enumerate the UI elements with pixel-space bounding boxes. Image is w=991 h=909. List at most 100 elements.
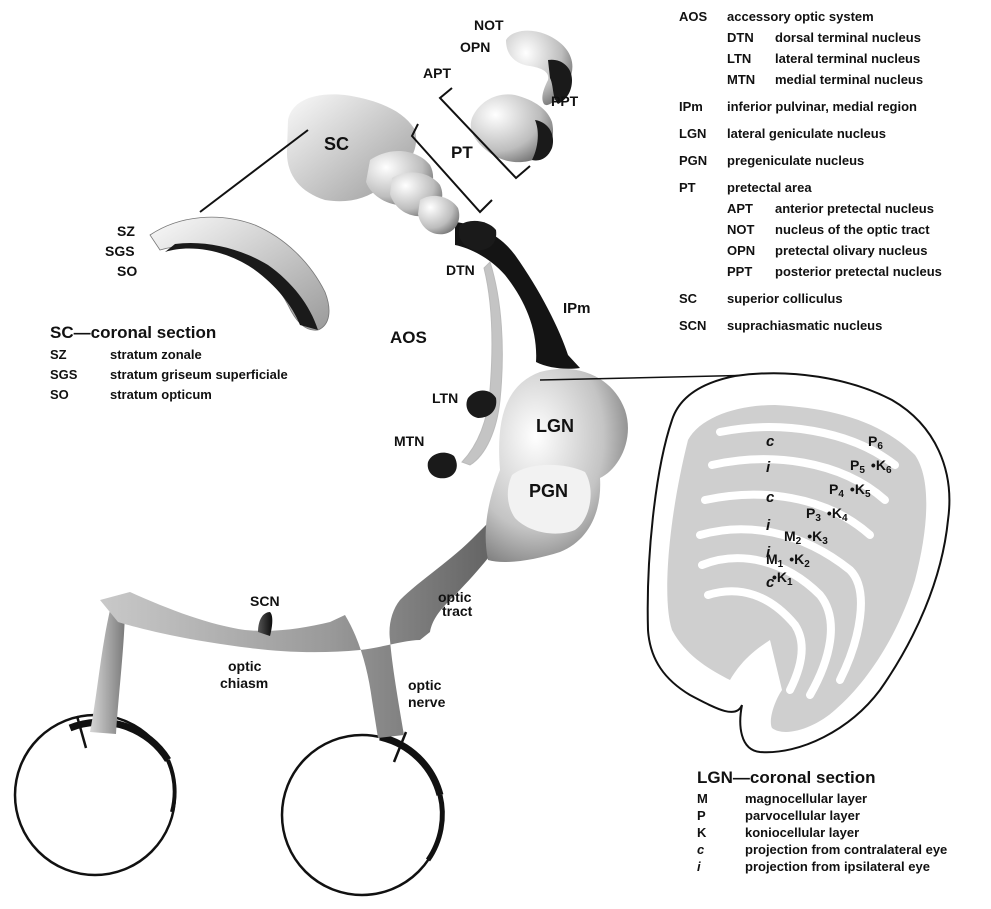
legend-abbr: SCN — [679, 315, 727, 336]
right-eye — [282, 732, 442, 895]
legend-abbr: K — [697, 824, 745, 841]
legend-row-dtn: DTNdorsal terminal nucleus — [679, 27, 989, 48]
label-opn: OPN — [460, 39, 490, 55]
legend-text: anterior pretectal nucleus — [775, 198, 934, 219]
scn-shape — [258, 612, 272, 636]
sc-legend: SC—coronal section SZstratum zonale SGSs… — [50, 321, 370, 405]
label-lgn: LGN — [536, 416, 574, 436]
label-dtn: DTN — [446, 262, 475, 278]
label-optic-nerve-2: nerve — [408, 694, 446, 710]
legend-abbr: MTN — [727, 69, 775, 90]
label-scn: SCN — [250, 593, 280, 609]
legend-row-opn: OPNpretectal olivary nucleus — [679, 240, 989, 261]
legend-text: posterior pretectal nucleus — [775, 261, 942, 282]
legend-abbr: M — [697, 790, 745, 807]
legend-abbr: DTN — [727, 27, 775, 48]
legend-text: parvocellular layer — [745, 807, 860, 824]
lgn-legend-title: LGN—coronal section — [697, 766, 987, 790]
legend-abbr: LGN — [679, 123, 727, 144]
legend-text: stratum opticum — [110, 385, 212, 405]
mtn-shape — [428, 453, 457, 479]
optic-chiasm-shape — [100, 515, 514, 738]
legend-text: pretectal area — [727, 177, 812, 198]
label-ipm: IPm — [563, 300, 591, 317]
legend-text: accessory optic system — [727, 6, 874, 27]
legend-abbr: PGN — [679, 150, 727, 171]
legend-text: lateral geniculate nucleus — [727, 123, 886, 144]
aos-tract-shape — [462, 262, 502, 465]
legend-text: inferior pulvinar, medial region — [727, 96, 917, 117]
legend-abbr: SGS — [50, 365, 110, 385]
legend-abbr: PT — [679, 177, 727, 198]
legend-abbr: OPN — [727, 240, 775, 261]
label-so: SO — [117, 263, 137, 279]
legend-abbr: NOT — [727, 219, 775, 240]
label-sgs: SGS — [105, 243, 135, 259]
optic-nerve-left-shape — [90, 610, 125, 734]
sc-legend-row: SZstratum zonale — [50, 345, 370, 365]
legend-abbr: SZ — [50, 345, 110, 365]
sc-legend-title: SC—coronal section — [50, 321, 370, 345]
legend-abbr: APT — [727, 198, 775, 219]
label-not: NOT — [474, 17, 504, 33]
legend-abbr: SO — [50, 385, 110, 405]
label-optic-chiasm-2: chiasm — [220, 675, 268, 691]
left-eye — [15, 715, 175, 875]
legend-abbr: P — [697, 807, 745, 824]
lgn-body — [486, 369, 628, 562]
legend-text: projection from contralateral eye — [745, 841, 947, 858]
legend-abbr: IPm — [679, 96, 727, 117]
label-aos: AOS — [390, 328, 427, 347]
legend-text: dorsal terminal nucleus — [775, 27, 921, 48]
label-sz: SZ — [117, 223, 135, 239]
legend-abbr: AOS — [679, 6, 727, 27]
legend-row-scn: SCNsuprachiasmatic nucleus — [679, 315, 989, 336]
label-pgn: PGN — [529, 481, 568, 501]
label-sc: SC — [324, 134, 349, 154]
lgn-legend-row: iprojection from ipsilateral eye — [697, 858, 987, 875]
legend-abbr: SC — [679, 288, 727, 309]
legend-abbr: LTN — [727, 48, 775, 69]
legend-text: lateral terminal nucleus — [775, 48, 920, 69]
legend-text: magnocellular layer — [745, 790, 867, 807]
label-optic-nerve-1: optic — [408, 677, 442, 693]
label-mtn: MTN — [394, 433, 424, 449]
label-pt: PT — [451, 143, 473, 162]
legend-text: pregeniculate nucleus — [727, 150, 864, 171]
legend-text: stratum griseum superficiale — [110, 365, 288, 385]
legend-text: stratum zonale — [110, 345, 202, 365]
optic-pathway — [90, 515, 514, 738]
sc-body — [287, 94, 459, 234]
legend-abbr: PPT — [727, 261, 775, 282]
legend-abbr: i — [697, 858, 745, 875]
legend-text: pretectal olivary nucleus — [775, 240, 927, 261]
label-ppt: PPT — [551, 93, 579, 109]
legend-abbr: c — [697, 841, 745, 858]
label-ltn: LTN — [432, 390, 458, 406]
eye-letter-3: c — [766, 489, 775, 506]
label-optic-chiasm-1: optic — [228, 658, 262, 674]
sc-coronal-section — [150, 217, 329, 330]
label-optic-tract-2: tract — [442, 603, 473, 619]
legend-text: medial terminal nucleus — [775, 69, 923, 90]
legend-text: superior colliculus — [727, 288, 843, 309]
